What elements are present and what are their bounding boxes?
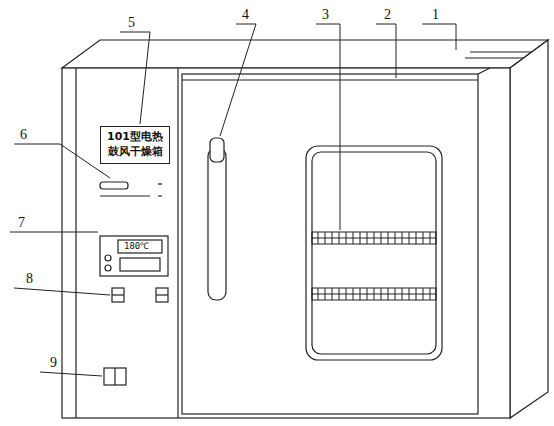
door-handle — [208, 148, 226, 300]
shelf — [312, 288, 436, 300]
shelf-bar — [312, 293, 436, 294]
nameplate: 101型电热 鼓风干燥箱 — [100, 126, 170, 164]
handle-latch — [210, 138, 224, 162]
switch-8 — [112, 294, 124, 295]
callout-number: 7 — [18, 216, 25, 230]
shelf — [312, 232, 436, 244]
panel-edge — [75, 68, 76, 418]
callout-number: 8 — [26, 272, 33, 286]
controller — [100, 236, 168, 276]
switch-mark — [158, 183, 162, 184]
controller-display — [118, 240, 162, 253]
power-switch — [104, 368, 126, 385]
callout-number: 1 — [432, 8, 439, 22]
top-face — [62, 40, 548, 68]
switch-8 — [112, 288, 124, 302]
window — [306, 146, 442, 360]
door — [182, 74, 478, 414]
display-reading: 180℃ — [124, 242, 149, 251]
switch-8 — [156, 294, 168, 295]
front-face — [62, 68, 510, 418]
nameplate-text: 101型电热 鼓风干燥箱 — [103, 130, 167, 160]
controller-keys — [120, 258, 160, 271]
door-edge — [478, 68, 490, 74]
callout-number: 2 — [384, 8, 391, 22]
leader-lines — [10, 24, 456, 376]
switch-line — [100, 195, 150, 196]
top-vent — [470, 51, 532, 52]
shelf-bar — [312, 237, 436, 238]
controller-knob — [105, 265, 111, 271]
callout-number: 4 — [242, 8, 249, 22]
panel-divider — [177, 68, 178, 418]
callout-number: 9 — [50, 356, 57, 370]
right-face — [510, 40, 548, 418]
callout-number: 6 — [20, 128, 27, 142]
switch-mark — [158, 195, 162, 196]
top-vent — [465, 57, 525, 58]
controller-knob — [105, 255, 111, 261]
callout-number: 3 — [322, 8, 329, 22]
power-switch — [114, 368, 115, 385]
switch — [100, 182, 128, 189]
window-inner — [312, 152, 436, 354]
callout-number: 5 — [128, 16, 135, 30]
switch-8 — [156, 288, 168, 302]
door-edge — [182, 79, 478, 80]
